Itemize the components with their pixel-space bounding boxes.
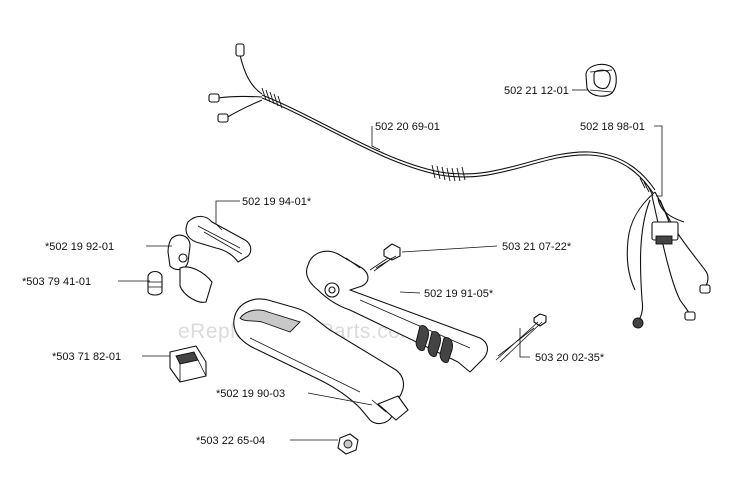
- stop-switch: [169, 345, 207, 383]
- screw-upper: [369, 243, 401, 272]
- throttle-trigger: [147, 215, 252, 303]
- cable-clip: [585, 63, 617, 97]
- label-502-20-69-01: 502 20 69-01: [375, 121, 440, 133]
- label-503-22-65-04: *503 22 65-04: [196, 435, 265, 447]
- screw-lower: [495, 313, 547, 363]
- label-503-71-82-01: *503 71 82-01: [52, 351, 121, 363]
- label-502-18-98-01: 502 18 98-01: [580, 121, 645, 133]
- label-502-19-90-03: *502 19 90-03: [216, 388, 285, 400]
- label-502-21-12-01: 502 21 12-01: [504, 85, 569, 97]
- wire-harness: [626, 191, 711, 329]
- label-502-19-91-05: 502 19 91-05*: [424, 288, 494, 300]
- handle-upper-half: [305, 250, 489, 373]
- label-503-21-07-22: 503 21 07-22*: [502, 241, 572, 253]
- nut: [337, 433, 359, 455]
- label-502-19-94-01: 502 19 94-01*: [242, 196, 312, 208]
- handle-lower-half: [233, 298, 409, 425]
- label-503-79-41-01: *503 79 41-01: [22, 276, 91, 288]
- leader-lines: [118, 89, 663, 441]
- label-502-19-92-01: *502 19 92-01: [45, 241, 114, 253]
- label-503-20-02-35: 503 20 02-35*: [535, 352, 605, 364]
- throttle-cable: [208, 43, 656, 197]
